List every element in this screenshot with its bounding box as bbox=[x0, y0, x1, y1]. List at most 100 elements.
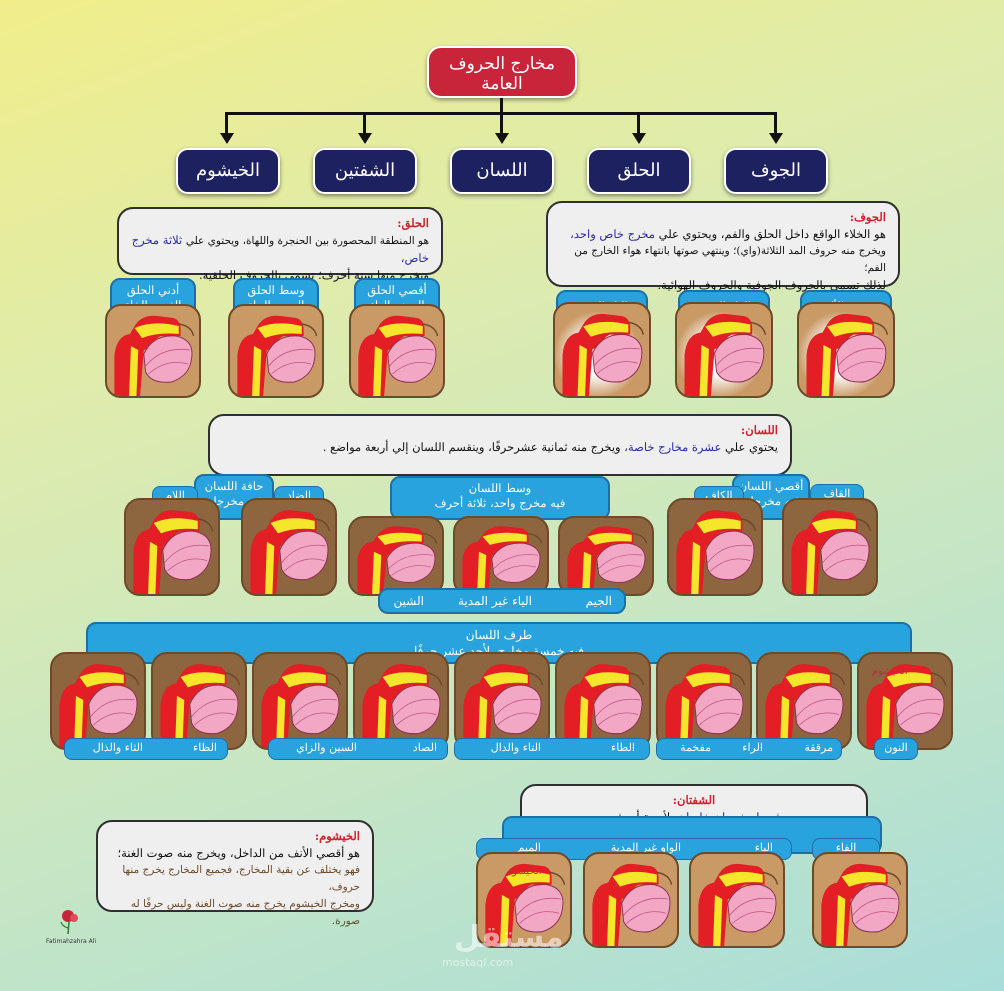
lisan-tile-kaf bbox=[667, 498, 763, 596]
tarf-label-tha-dhal: الثاء والذال bbox=[92, 741, 143, 754]
lisan-aqsa-l1: أقصي اللسان bbox=[738, 479, 804, 493]
category-shafatain: الشفتين bbox=[313, 148, 417, 194]
lisan-wasat-l1: وسط اللسان bbox=[468, 481, 532, 495]
tarf-label-sad: الصاد bbox=[412, 741, 437, 754]
lisan-tile-qaf bbox=[782, 498, 878, 596]
shafatan-title: الشفتان: bbox=[672, 793, 716, 807]
tarf-label-sin-zay: السين والزاي bbox=[296, 741, 357, 754]
jawf-tile-waw bbox=[675, 302, 773, 398]
tarf-label-mufakhkhama: مفخمة bbox=[680, 741, 711, 754]
halq-label-adna-l1: أدني الحلق bbox=[126, 283, 180, 297]
tarf-label-taa: الطاء bbox=[611, 741, 635, 754]
category-khayshum: الخيشوم bbox=[176, 148, 280, 194]
wasat-letter-shin: الشين bbox=[393, 594, 424, 608]
category-lisan: اللسان bbox=[450, 148, 554, 194]
lisan-hafa-l1: حافة اللسان bbox=[204, 479, 264, 493]
shafatan-label-waw: الواو غير المدية bbox=[610, 841, 681, 854]
lisan-tile-ya bbox=[453, 516, 549, 596]
rose-logo bbox=[56, 906, 84, 936]
connector bbox=[500, 98, 503, 114]
arrow-icon bbox=[495, 133, 509, 144]
khayshum-text3: ومخرج الخيشوم يخرج منه صوت الغنة وليس حر… bbox=[130, 898, 360, 927]
tarf-label-ra: الراء bbox=[742, 741, 763, 754]
shafatan-tile-mim bbox=[476, 852, 572, 948]
tarf-tile-9 bbox=[50, 652, 146, 750]
root-node: مخارج الحروف العامة bbox=[427, 46, 577, 98]
tarf-label-za-bar: الظاء الثاء والذال bbox=[64, 738, 228, 760]
tarf-tile-1 bbox=[857, 652, 953, 750]
halq-tile-wasat bbox=[228, 304, 324, 398]
lisan-card: اللسان: يحتوي علي عشرة مخارج خاصة، ويخرج… bbox=[208, 414, 792, 476]
wasat-letter-ya: الياء غير المدية bbox=[457, 594, 532, 608]
wasat-letters-bar: الجيم الياء غير المدية الشين bbox=[378, 588, 626, 614]
halq-card: الحلق: هو المنطقة المحصورة بين الحنجرة و… bbox=[117, 207, 443, 282]
halq-title: الحلق: bbox=[397, 216, 429, 230]
tarf-tile-2 bbox=[756, 652, 852, 750]
wasat-letter-jim: الجيم bbox=[585, 594, 612, 608]
tarf-tile-5 bbox=[454, 652, 550, 750]
tarf-label-muraqqaqa: مرققة bbox=[804, 741, 833, 754]
jawf-card: الجوف: هو الخلاء الواقع داخل الحلق والفم… bbox=[546, 201, 900, 292]
lisan-text2: ويخرج منه ثمانية عشرحرفًا، وينقسم اللسان… bbox=[322, 440, 621, 454]
root-line1: مخارج الحروف bbox=[449, 54, 555, 74]
arrow-icon bbox=[358, 133, 372, 144]
tarf-label-zaa: الظاء bbox=[193, 741, 217, 754]
tarf-tile-8 bbox=[151, 652, 247, 750]
connector bbox=[637, 112, 640, 134]
lisan-text1: يحتوي علي bbox=[725, 440, 778, 454]
watermark-ar: مستقل bbox=[454, 920, 564, 955]
category-halq: الحلق bbox=[587, 148, 691, 194]
watermark-en: mostaql.com bbox=[442, 956, 514, 969]
khayshum-card: الخيشوم: هو أقصي الأنف من الداخل، ويخرج … bbox=[96, 820, 374, 927]
tarf-label-sad-bar: الصاد السين والزاي bbox=[268, 738, 448, 760]
tarf-label-ra-bar: مرققة الراء مفخمة bbox=[656, 738, 842, 760]
jawf-tile-ya bbox=[553, 302, 651, 398]
jawf-title: الجوف: bbox=[849, 210, 886, 224]
jawf-text1: هو الخلاء الواقع داخل الحلق والفم، ويحتو… bbox=[658, 227, 886, 241]
connector bbox=[500, 112, 503, 134]
lisan-tile-dad bbox=[241, 498, 337, 596]
lisan-wasat-l2: فيه مخرج واحد، ثلاثة أحرف bbox=[434, 496, 566, 510]
jawf-text2: ويخرج منه حروف المد الثلاثة(واي)؛ وينتهي… bbox=[574, 245, 886, 274]
shafatan-tile-waw bbox=[583, 852, 679, 948]
khayshum-text1: هو أقصي الأنف من الداخل، ويخرج منه صوت ا… bbox=[117, 846, 360, 860]
halq-text1: هو المنطقة المحصورة بين الحنجرة واللهاة،… bbox=[185, 235, 429, 247]
lisan-tile-lam bbox=[124, 498, 220, 596]
halq-text1b: ثلاثة مخرج خاص، bbox=[131, 233, 429, 265]
tarf-label-ta-bar: الطاء التاء والدال bbox=[454, 738, 650, 760]
arrow-icon bbox=[632, 133, 646, 144]
connector bbox=[225, 112, 228, 134]
khayshum-title: الخيشوم: bbox=[314, 829, 360, 843]
lisan-wasat-tab: وسط اللسان فيه مخرج واحد، ثلاثة أحرف bbox=[390, 476, 610, 520]
lisan-title: اللسان: bbox=[741, 423, 778, 437]
tarf-tile-6 bbox=[353, 652, 449, 750]
khayshum-text2: فهو يختلف عن بقية المخارج، فجميع المخارج… bbox=[122, 864, 360, 893]
lisan-text1b: عشرة مخارج خاصة، bbox=[624, 440, 722, 454]
halq-tile-aqsa bbox=[349, 304, 445, 398]
jawf-text3: لذلك تسمي بالحروف الجوفية والحروف الهوائ… bbox=[657, 278, 886, 292]
connector bbox=[363, 112, 366, 134]
tarf-tile-4 bbox=[555, 652, 651, 750]
root-line2: العامة bbox=[481, 74, 523, 94]
tarf-tile-3 bbox=[656, 652, 752, 750]
shafatan-khayshum-tag: الخيشوم bbox=[506, 866, 542, 877]
shafatan-tile-ba bbox=[689, 852, 785, 948]
shafatan-label-mim: الميم bbox=[517, 841, 541, 854]
halq-tile-adna bbox=[105, 304, 201, 398]
jawf-tile-alif bbox=[797, 302, 895, 398]
tarf-label-ta-dal: التاء والدال bbox=[490, 741, 541, 754]
connector bbox=[774, 112, 777, 134]
shafatan-label-ba: الباء bbox=[754, 841, 773, 854]
halq-label-aqsa-l1: أقصي الحلق bbox=[367, 283, 427, 297]
arrow-icon bbox=[220, 133, 234, 144]
halq-label-wasat-l1: وسط الحلق bbox=[247, 283, 305, 297]
lisan-tile-jim bbox=[558, 516, 654, 596]
tarf-tile-7 bbox=[252, 652, 348, 750]
tarf-label-nun: النون bbox=[874, 738, 918, 760]
jawf-text1b: مخرج خاص واحد، bbox=[570, 227, 655, 241]
author-name: Fatimahzahra Ali bbox=[46, 938, 97, 945]
shafatan-tile-fa bbox=[812, 852, 908, 948]
arrow-icon bbox=[769, 133, 783, 144]
lisan-tile-shin bbox=[348, 516, 444, 596]
khayshum-tag: الخيشوم bbox=[872, 666, 908, 677]
